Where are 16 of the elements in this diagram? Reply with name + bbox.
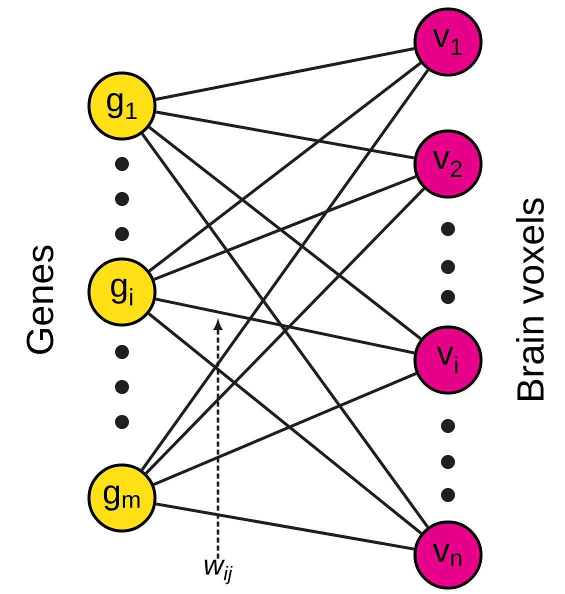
weight-label: w$_{ij}$ xyxy=(204,560,233,584)
connection-line xyxy=(155,298,415,354)
connection-line xyxy=(148,312,422,534)
connection-line xyxy=(141,133,429,528)
connection-line xyxy=(156,110,414,160)
connection-line xyxy=(145,188,425,474)
voxel-group-label: Brain voxels xyxy=(516,198,544,400)
connection-line xyxy=(156,47,414,101)
connection-line xyxy=(153,372,417,486)
connection-line xyxy=(148,126,422,340)
leader-line xyxy=(214,321,222,559)
connection-line xyxy=(148,62,422,272)
connection-line xyxy=(154,175,416,281)
gene-group-label: Genes xyxy=(26,246,54,354)
connection-line xyxy=(156,502,414,551)
connection-line xyxy=(140,69,430,471)
